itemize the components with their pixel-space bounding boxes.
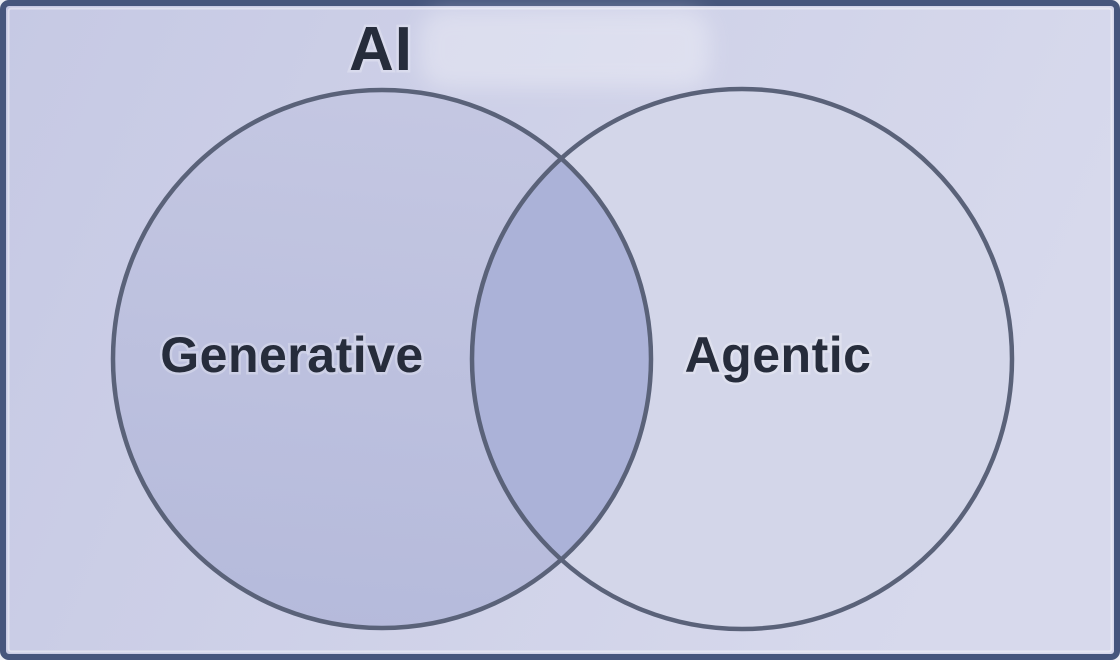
inner-bevel-line xyxy=(7,7,1113,653)
highlight-artifact xyxy=(420,10,710,88)
agentic-circle-outline xyxy=(469,86,1015,632)
diagram-title: AI xyxy=(349,15,413,84)
agentic-label: Agentic xyxy=(685,327,872,383)
generative-circle-outline xyxy=(110,87,654,631)
generative-label: Generative xyxy=(160,327,423,383)
overlap-region xyxy=(472,90,651,628)
